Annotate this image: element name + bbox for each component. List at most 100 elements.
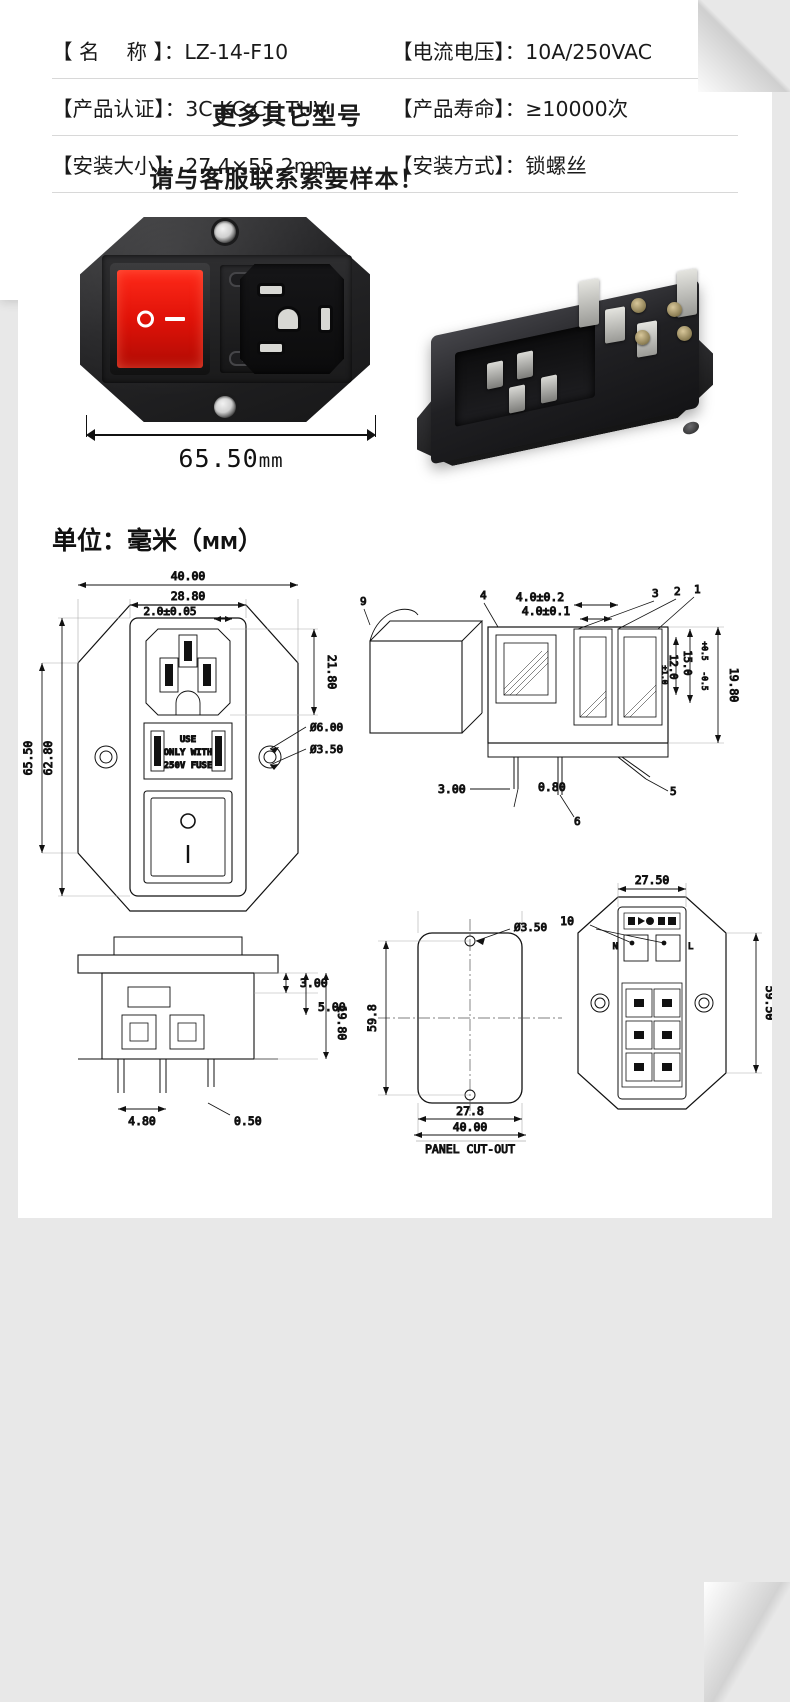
spec-value: 27.4×55.2mm bbox=[185, 154, 334, 178]
spec-table: 【 名 称 】：LZ-14-F10 【电流电压】：10A/250VAC 【产品认… bbox=[18, 0, 772, 199]
drawing-rear-view: N L 10 bbox=[560, 873, 772, 1110]
terminal-screw bbox=[667, 302, 682, 317]
spec-key: 【安装大小】 bbox=[52, 154, 165, 178]
spec-row: 【产品认证】：3C KC CE TUV 【产品寿命】：≥10000次 bbox=[52, 79, 738, 136]
dimension-line bbox=[86, 415, 376, 441]
spec-cell-certification: 【产品认证】：3C KC CE TUV bbox=[52, 92, 392, 122]
product-photos: 5x20 / 250V FUSE bbox=[18, 207, 772, 507]
spec-value: 10A/250VAC bbox=[525, 40, 653, 64]
paren-open: （ bbox=[177, 526, 203, 555]
spec-row: 【安装大小】：27.4×55.2mm 【安装方式】：锁螺丝 bbox=[52, 136, 738, 193]
leader-2: 2 bbox=[674, 585, 681, 598]
mounting-hole-top bbox=[214, 221, 236, 243]
terminal-label-n: N bbox=[613, 942, 618, 952]
overall-width-dimension: 65.50mm bbox=[86, 415, 376, 473]
dim-15-0: 15.0 bbox=[681, 650, 693, 675]
front-face-panel: 5x20 / 250V FUSE bbox=[102, 255, 352, 383]
leader-4: 4 bbox=[480, 589, 487, 602]
spec-key: 【安装方式】 bbox=[392, 154, 505, 178]
arrow-right-icon bbox=[367, 429, 376, 441]
dim-rear-width: 27.50 bbox=[618, 873, 686, 892]
terminal-pin bbox=[517, 350, 533, 380]
hole-callout: Ø6.00 Ø3.50 bbox=[269, 721, 344, 770]
spec-key: 【产品认证】 bbox=[52, 97, 165, 121]
dim-59-50: 59.50 bbox=[763, 986, 772, 1021]
dim-27-50: 27.50 bbox=[635, 873, 670, 887]
dimension-tick-left bbox=[86, 415, 88, 437]
unit-heading-text: 单位：毫米 bbox=[52, 526, 178, 555]
dim-side-c: 19.80 bbox=[323, 973, 350, 1059]
dim-height-outer: 65.50 bbox=[21, 663, 45, 853]
dim-40-00: 40.00 bbox=[171, 569, 206, 583]
terminal-pin bbox=[487, 360, 503, 390]
dim-0-50: 0.50 bbox=[234, 1114, 262, 1128]
dim-tab-gap-outer: 4.0±0.2 bbox=[515, 590, 618, 608]
dim-depth-b: 12.0 bbox=[667, 637, 680, 695]
dim-4-0-p2: 4.0±0.2 bbox=[516, 590, 564, 604]
inlet-rear-body bbox=[409, 230, 727, 460]
promo-line-1: 更多其它型号 bbox=[212, 102, 362, 130]
switch-off-symbol-icon bbox=[137, 310, 154, 328]
cutout-hole-callout: Ø3.50 bbox=[475, 921, 548, 945]
dim-rear-height: 59.50 bbox=[753, 933, 772, 1073]
drawing-panel-cutout: Ø3.50 59.8 bbox=[365, 911, 562, 1157]
dim-12-0: 12.0 bbox=[667, 654, 679, 679]
dim-width-inner: 28.80 bbox=[130, 589, 246, 608]
spec-row: 【 名 称 】：LZ-14-F10 【电流电压】：10A/250VAC bbox=[52, 22, 738, 79]
fuse-label-line1: USE bbox=[180, 735, 196, 745]
dim-4-80: 4.80 bbox=[128, 1114, 156, 1128]
spec-key: 【产品寿命】 bbox=[392, 97, 505, 121]
spec-sep: ： bbox=[504, 97, 526, 121]
iec-c14-socket bbox=[240, 264, 344, 374]
rocker-switch bbox=[110, 263, 210, 375]
leader-5: 5 bbox=[670, 785, 677, 798]
terminal-pin bbox=[509, 384, 525, 414]
rocker-switch-red-cap bbox=[117, 270, 203, 368]
dim-59-8: 59.8 bbox=[365, 1004, 379, 1032]
engineering-drawing: USE ONLY WITH 250V FUSE bbox=[18, 563, 773, 1163]
leader-6: 6 bbox=[574, 815, 581, 828]
panel-cutout-title: PANEL CUT-OUT bbox=[425, 1142, 515, 1156]
drawing-svg: USE ONLY WITH 250V FUSE bbox=[21, 569, 773, 1157]
drawing-front-view: USE ONLY WITH 250V FUSE bbox=[21, 569, 344, 912]
dim-cutout-width-outer: 40.00 bbox=[414, 1120, 526, 1138]
tol-pm: ±1.0 bbox=[660, 665, 669, 684]
dim-width-outer: 40.00 bbox=[78, 569, 298, 588]
dim-pin-width: 4.80 bbox=[118, 1106, 166, 1129]
spec-sep: ： bbox=[504, 40, 526, 64]
socket-pin-slot-side bbox=[321, 308, 330, 330]
dim-socket-height: 21.80 bbox=[311, 629, 340, 715]
spec-and-drawing-card: 【 名 称 】：LZ-14-F10 【电流电压】：10A/250VAC 【产品认… bbox=[18, 0, 772, 1218]
dim-19-80: 19.80 bbox=[727, 668, 741, 703]
dim-4-0-p1: 4.0±0.1 bbox=[522, 604, 571, 618]
spec-value: 锁螺丝 bbox=[525, 154, 587, 178]
dim-40-00-cutout: 40.00 bbox=[453, 1120, 488, 1134]
inlet-front-body: 5x20 / 250V FUSE bbox=[80, 217, 370, 422]
spade-terminal bbox=[579, 278, 599, 328]
arrow-left-icon bbox=[86, 429, 95, 441]
dim-62-80: 62.80 bbox=[41, 741, 55, 776]
promo-content: 更多其它型号 请与客服联系索要样本！ bbox=[0, 0, 574, 194]
dim-cutout-width-inner: 27.8 bbox=[418, 1104, 522, 1122]
leader-10: 10 bbox=[560, 914, 574, 928]
spec-cell-current-voltage: 【电流电压】：10A/250VAC bbox=[392, 35, 652, 65]
unit-mm: MM bbox=[202, 533, 238, 554]
product-photo-rear bbox=[403, 212, 733, 462]
dim-height-inner: 62.80 bbox=[41, 618, 65, 896]
terminal-label-l: L bbox=[688, 942, 693, 952]
mounting-hole-bottom bbox=[214, 396, 236, 418]
dimension-value: 65.50 bbox=[178, 444, 259, 473]
dimension-unit: mm bbox=[258, 450, 284, 472]
dim-27-8: 27.8 bbox=[456, 1104, 484, 1118]
dim-65-50: 65.50 bbox=[21, 741, 35, 776]
terminal-screw bbox=[635, 330, 650, 345]
dim-pin-thick: 0.50 bbox=[207, 1102, 262, 1129]
dim-19-80-side: 19.80 bbox=[335, 1006, 349, 1041]
leader-1: 1 bbox=[694, 583, 701, 596]
fuse-label-line3: 250V FUSE bbox=[164, 761, 213, 771]
dim-hole-6: Ø6.00 bbox=[310, 721, 343, 734]
terminal-pin bbox=[541, 374, 557, 404]
promo-line-2: 请与客服联系索要样本！ bbox=[149, 165, 425, 193]
spec-cell-mount-size: 【安装大小】：27.4×55.2mm bbox=[52, 149, 392, 179]
